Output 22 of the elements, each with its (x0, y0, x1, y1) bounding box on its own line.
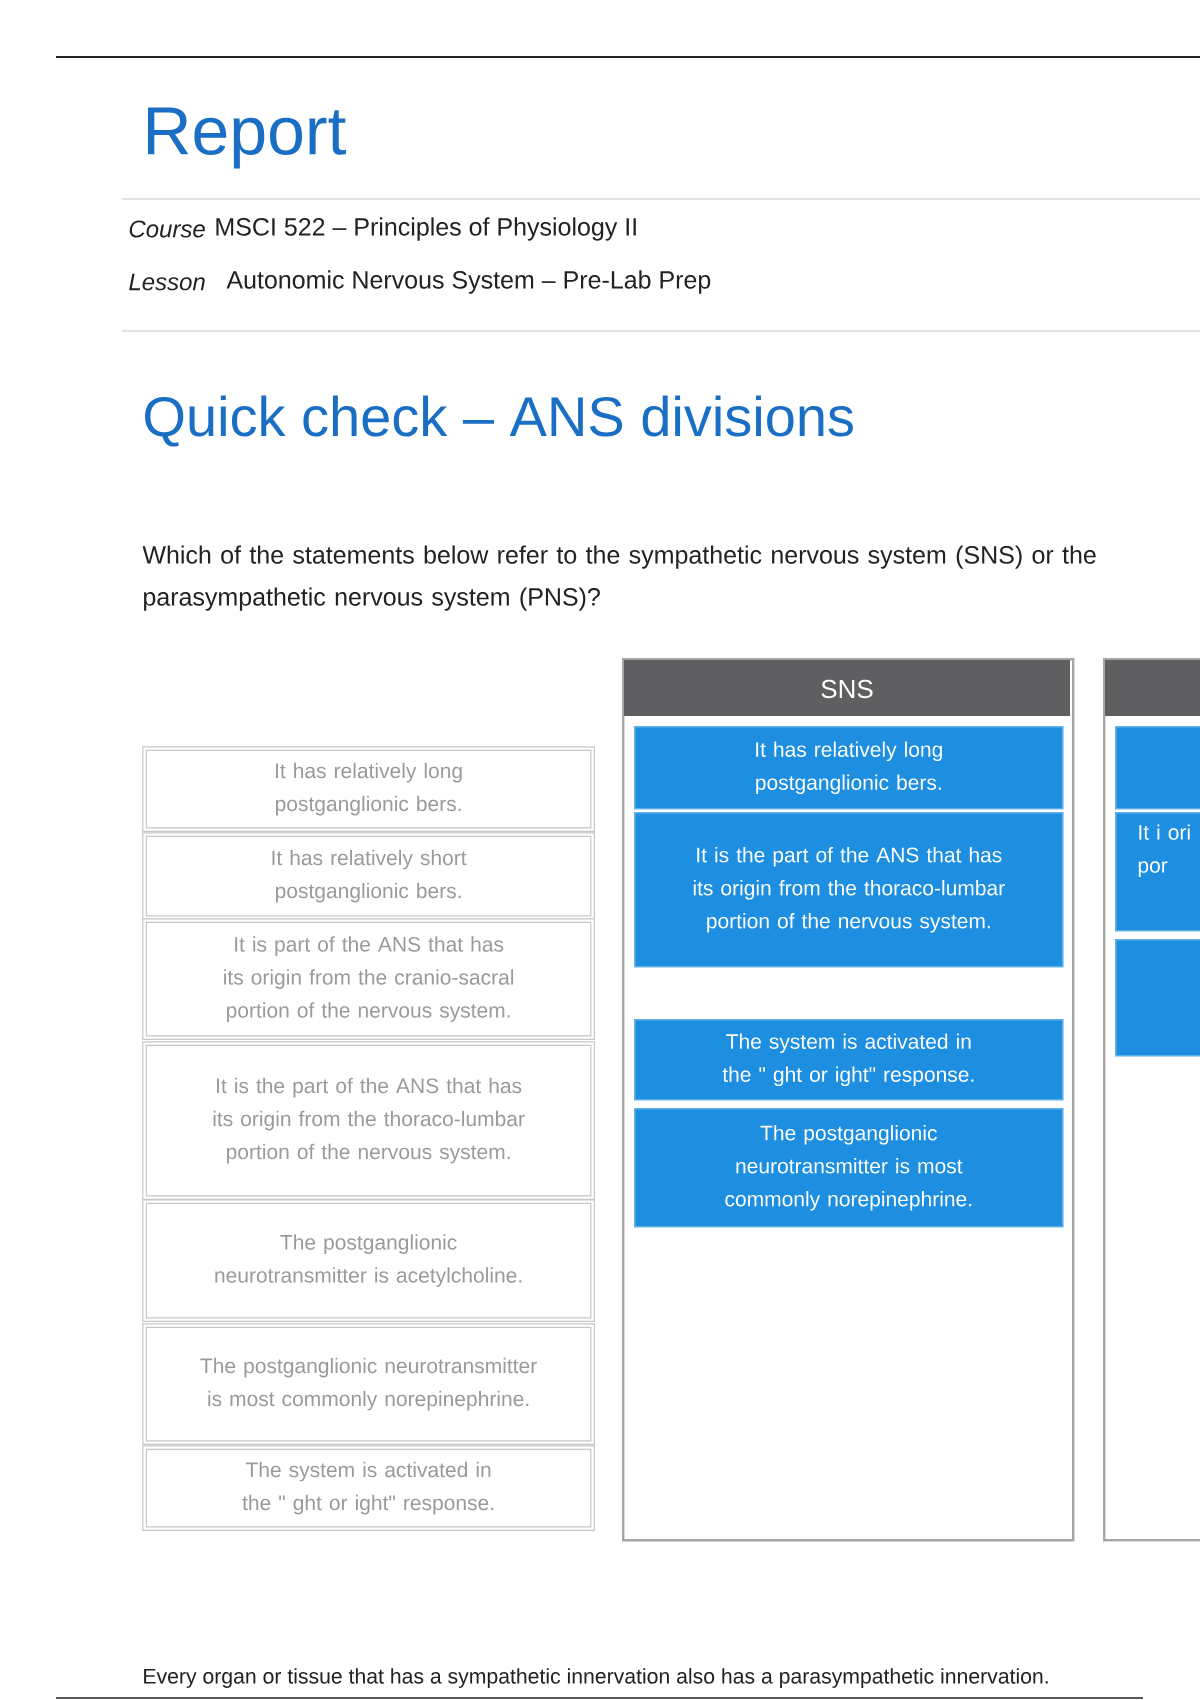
answer-option: It has relatively short postganglionic bers. (142, 832, 595, 920)
answer-option: The postganglionic neurotransmitter is most commonly norepinephrine. (142, 1323, 595, 1445)
answer-option: It has relatively long postganglionic bers. (142, 746, 595, 832)
answer-card: It is the part of the ANS that has its origin from the thoraco-lumbar portion of the nervous system. (634, 812, 1064, 968)
answer-option: It is the part of the ANS that has its origin from the thoraco-lumbar portion of the nervous system. (142, 1041, 595, 1200)
answer-card: The system is activated in the " ght or ight" response. (634, 1019, 1064, 1101)
answer-card: It has relatively long postganglionic bers. (634, 726, 1064, 810)
answer-card (1115, 939, 1200, 1057)
page-heading: Report (148, 107, 346, 169)
answer-option: The postganglionic neurotransmitter is acetylcholine. (142, 1199, 595, 1322)
body-text: Every organ or tissue that has a sympathetic innervation also has a parasympathetic innervation. (144, 1668, 1048, 1688)
answer-option: It is part of the ANS that has its origin from the cranio-sacral portion of the nervous system. (142, 918, 595, 1040)
answer-option: The system is activated in the " ght or ight" response. (142, 1445, 595, 1531)
field-value: MSCI 522 – Principles of Physiology II (216, 217, 636, 241)
answer-card: It i ori por (1115, 812, 1200, 932)
answer-card: The postganglionic neurotransmitter is most commonly norepinephrine. (634, 1108, 1064, 1228)
question-text: Which of the statements below refer to the sympathetic nervous system (SNS) or the parasympathetic nervous system (PNS)? (142, 545, 1096, 611)
field-label: Lesson (129, 273, 205, 291)
answer-card (1115, 726, 1200, 810)
field-label: Course (129, 220, 205, 238)
section-heading: Quick check – ANS divisions (145, 395, 853, 447)
field-value: Autonomic Nervous System – Pre-Lab Prep (226, 270, 711, 294)
